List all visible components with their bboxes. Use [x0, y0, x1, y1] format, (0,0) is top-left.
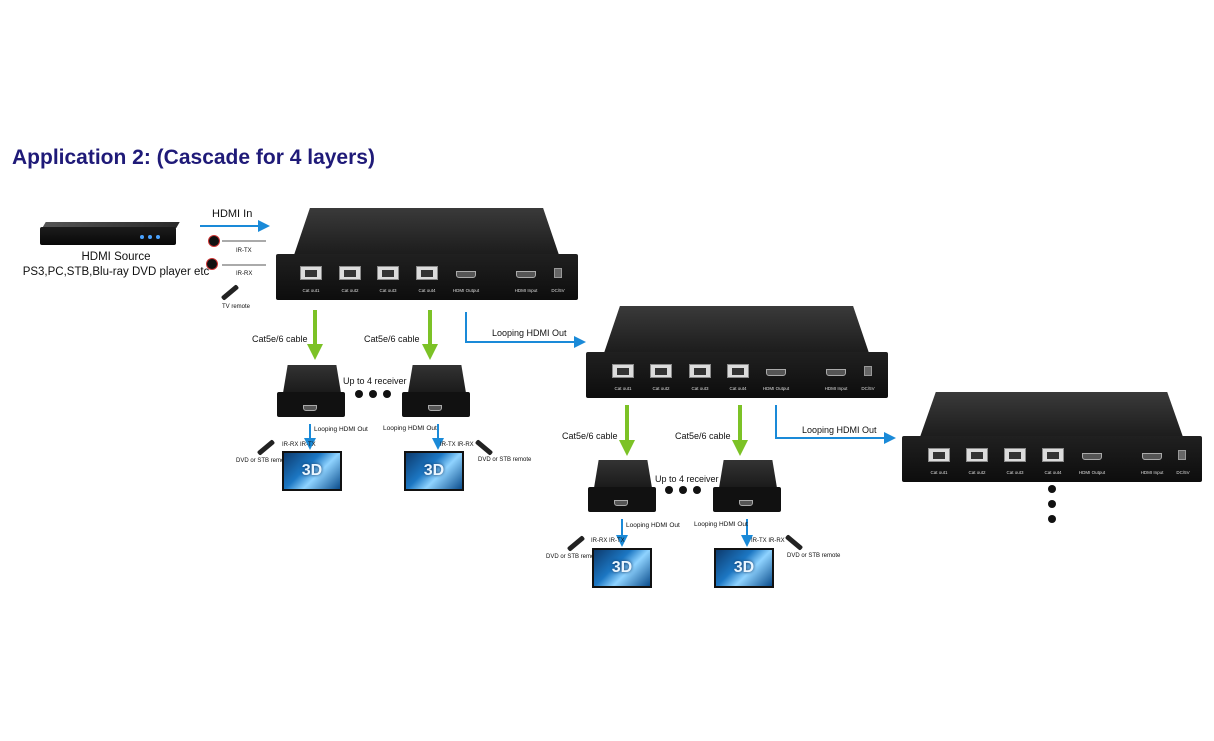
more-dot — [355, 390, 363, 398]
hdmi-output-port — [766, 369, 786, 376]
port-label: Cat out3 — [379, 288, 397, 293]
receiver-1 — [277, 365, 345, 417]
looping-out-label: Looping HDMI Out — [314, 426, 368, 433]
ir-tx-label: IR-TX — [236, 248, 252, 254]
tv-3d-1: 3D — [282, 451, 342, 491]
tv-3d-2: 3D — [404, 451, 464, 491]
more-dot — [383, 390, 391, 398]
dvd-remote-label: DVD or STB remote — [546, 554, 600, 560]
dc-port — [1178, 450, 1186, 460]
hdmi-source-label: HDMI Source PS3,PC,STB,Blu-ray DVD playe… — [22, 251, 210, 278]
port-label: HDMI Input — [514, 288, 538, 293]
tv-3d-label: 3D — [611, 559, 633, 576]
port-label: HDMI Output — [762, 386, 790, 391]
hdmi-output-port — [1082, 453, 1102, 460]
more-dot — [1048, 500, 1056, 508]
more-dot — [369, 390, 377, 398]
ir-tx-icon — [208, 235, 220, 247]
dc-port — [864, 366, 872, 376]
receiver-4 — [713, 460, 781, 512]
port-label: Cat out1 — [930, 470, 948, 475]
port-label: Cat out2 — [341, 288, 359, 293]
looping-out-label: Looping HDMI Out — [383, 425, 437, 432]
port-label: Cat out1 — [614, 386, 632, 391]
port-label: Cat out1 — [302, 288, 320, 293]
tv-3d-label: 3D — [301, 462, 323, 479]
looping-out-label: Looping HDMI Out — [626, 522, 680, 529]
port-label: Cat out2 — [652, 386, 670, 391]
ir-tx-rx-label: IR-TX IR-RX — [751, 538, 785, 544]
cat-cable-label: Cat5e/6 cable — [364, 334, 420, 344]
dvd-remote-label: DVD or STB remote — [787, 553, 841, 559]
port-label: Cat out4 — [729, 386, 747, 391]
port-label: Cat out4 — [1044, 470, 1062, 475]
tv-3d-4: 3D — [714, 548, 774, 588]
cat-out-port-4 — [1042, 448, 1064, 462]
cat-out-port-4 — [416, 266, 438, 280]
port-label: DC/5V — [861, 386, 875, 391]
tv-3d-label: 3D — [733, 559, 755, 576]
more-dot — [679, 486, 687, 494]
looping-out-label: Looping HDMI Out — [492, 328, 567, 338]
tv-3d-3: 3D — [592, 548, 652, 588]
cat-out-port-1 — [928, 448, 950, 462]
page-title: Application 2: (Cascade for 4 layers) — [12, 146, 375, 169]
cat-cable-label: Cat5e/6 cable — [675, 431, 731, 441]
cat-out-port-3 — [377, 266, 399, 280]
hdmi-input-port — [826, 369, 846, 376]
port-label: Cat out3 — [1006, 470, 1024, 475]
more-dot — [1048, 515, 1056, 523]
hdmi-source-device — [40, 222, 180, 247]
splitter-layer-1: Cat out1 Cat out2 Cat out3 Cat out4 HDMI… — [276, 208, 578, 300]
receiver-3 — [588, 460, 656, 512]
dc-port — [554, 268, 562, 278]
dvd-remote-label: DVD or STB remote — [478, 457, 532, 463]
port-label: Cat out3 — [691, 386, 709, 391]
port-label: HDMI Input — [1140, 470, 1164, 475]
ir-rx-tx-label: IR-RX IR-TX — [591, 538, 625, 544]
splitter-layer-2: Cat out1 Cat out2 Cat out3 Cat out4 HDMI… — [586, 306, 888, 398]
dvd-remote-label: DVD or STB remote — [236, 458, 290, 464]
more-dot — [1048, 485, 1056, 493]
splitter-layer-3: Cat out1 Cat out2 Cat out3 Cat out4 HDMI… — [902, 392, 1202, 482]
hdmi-in-label: HDMI In — [212, 208, 253, 220]
receiver-2 — [402, 365, 470, 417]
cat-out-port-3 — [689, 364, 711, 378]
cat-out-port-2 — [339, 266, 361, 280]
more-dot — [665, 486, 673, 494]
ir-rx-label: IR-RX — [236, 271, 253, 277]
ir-rx-icon — [206, 258, 218, 270]
ir-tx-rx-label: IR-TX IR-RX — [440, 442, 474, 448]
looping-out-arrow-2 — [775, 405, 896, 444]
port-label: DC/5V — [1176, 470, 1190, 475]
more-dot — [693, 486, 701, 494]
up-to-4-label: Up to 4 receiver — [655, 474, 719, 484]
up-to-4-label: Up to 4 receiver — [343, 376, 407, 386]
cat-out-port-4 — [727, 364, 749, 378]
cat-out-port-2 — [966, 448, 988, 462]
cat-cable-label: Cat5e/6 cable — [562, 431, 618, 441]
cat-out-port-1 — [612, 364, 634, 378]
port-label: Cat out4 — [418, 288, 436, 293]
hdmi-input-port — [1142, 453, 1162, 460]
tv-3d-label: 3D — [423, 462, 445, 479]
cat-out-port-2 — [650, 364, 672, 378]
ir-rx-tx-label: IR-RX IR-TX — [282, 442, 316, 448]
cat-out-port-3 — [1004, 448, 1026, 462]
cat-out-port-1 — [300, 266, 322, 280]
port-label: HDMI Output — [1078, 470, 1106, 475]
looping-out-arrow-1 — [465, 312, 586, 348]
looping-out-label: Looping HDMI Out — [802, 425, 877, 435]
cat-cable-label: Cat5e/6 cable — [252, 334, 308, 344]
tv-remote-label: TV remote — [222, 304, 251, 310]
looping-out-label: Looping HDMI Out — [694, 521, 748, 528]
port-label: DC/5V — [551, 288, 565, 293]
hdmi-input-port — [516, 271, 536, 278]
hdmi-output-port — [456, 271, 476, 278]
port-label: Cat out2 — [968, 470, 986, 475]
port-label: HDMI Output — [452, 288, 480, 293]
port-label: HDMI Input — [824, 386, 848, 391]
